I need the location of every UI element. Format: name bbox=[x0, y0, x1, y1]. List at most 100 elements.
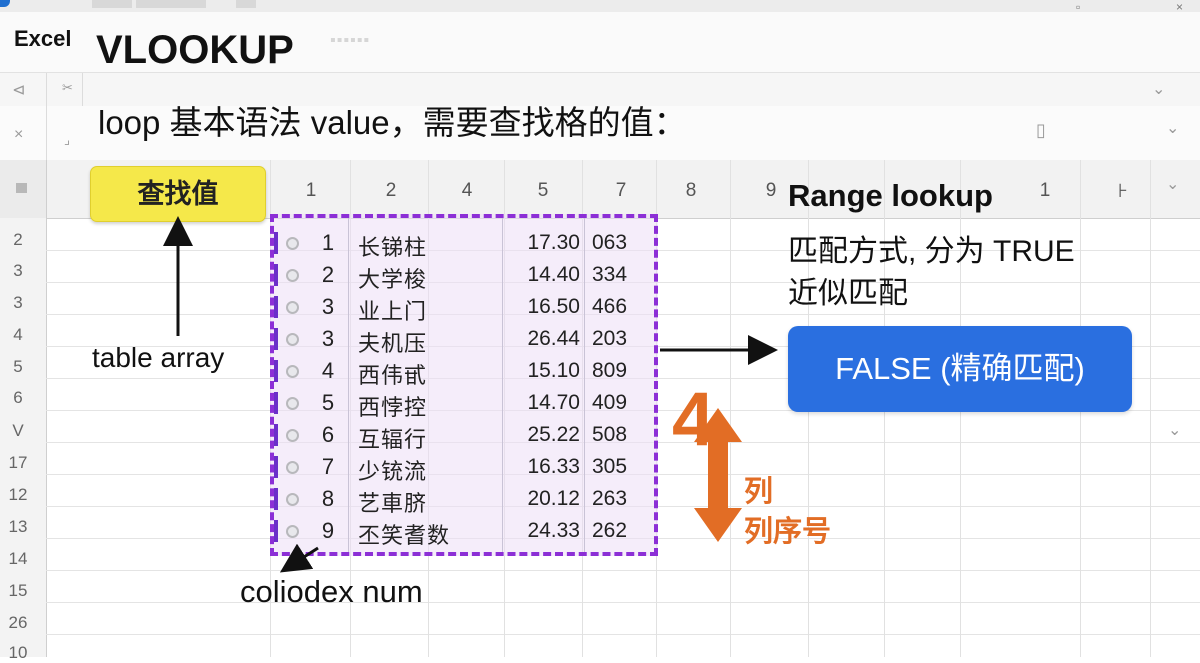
row-header[interactable]: 14 bbox=[8, 549, 28, 568]
toolbar-row: ⊲ ✂ ⌄ bbox=[0, 72, 1200, 108]
table-row[interactable]: 6 互辐行 25.22 508 bbox=[274, 420, 654, 452]
row-name: 少铳流 bbox=[358, 459, 428, 484]
column-header[interactable]: 8 bbox=[685, 180, 697, 201]
column-header[interactable]: 1 bbox=[305, 180, 317, 201]
row-header[interactable]: 3 bbox=[13, 261, 23, 280]
row-number: 1 bbox=[321, 230, 335, 255]
row-code: 809 bbox=[592, 359, 628, 382]
row-value: 15.10 bbox=[527, 359, 580, 382]
row-name: 丕笑耆数 bbox=[358, 523, 451, 548]
function-icon[interactable]: ⌟ bbox=[64, 132, 71, 147]
row-number: 6 bbox=[321, 422, 335, 447]
row-marker bbox=[274, 264, 278, 286]
column-header[interactable]: 7 bbox=[615, 180, 627, 201]
chevron-down-icon[interactable]: ⌄ bbox=[1166, 120, 1180, 137]
divider bbox=[46, 106, 47, 160]
row-number: 3 bbox=[321, 294, 335, 319]
row-value: 25.22 bbox=[527, 423, 580, 446]
chevron-down-icon[interactable]: ⌄ bbox=[1168, 422, 1182, 439]
row-bullet-icon bbox=[286, 333, 299, 346]
row-header[interactable]: 12 bbox=[8, 485, 28, 504]
lookup-value-button[interactable]: 查找值 bbox=[90, 166, 266, 222]
syntax-subtitle: loop 基本语法 value，需要查找格的值： bbox=[98, 104, 687, 141]
row-bullet-icon bbox=[286, 237, 299, 250]
expand-box-icon[interactable]: ▯ bbox=[1036, 120, 1046, 140]
chevron-down-icon[interactable]: ⌄ bbox=[1152, 81, 1166, 98]
table-array-label: table array bbox=[92, 342, 225, 373]
table-row[interactable]: 3 业上门 16.50 466 bbox=[274, 292, 654, 324]
row-code: 063 bbox=[592, 231, 628, 254]
cut-icon[interactable]: ✂ bbox=[62, 80, 73, 95]
row-number: 7 bbox=[321, 454, 335, 479]
row-name: 业上门 bbox=[358, 299, 428, 324]
table-divider bbox=[584, 218, 585, 552]
column-header[interactable]: 4 bbox=[461, 180, 473, 201]
row-name: 西伟甙 bbox=[358, 363, 428, 388]
back-icon[interactable] bbox=[0, 0, 10, 7]
row-header[interactable]: 15 bbox=[8, 581, 28, 600]
row-header[interactable]: 26 bbox=[8, 613, 28, 632]
row-code: 508 bbox=[592, 423, 628, 446]
false-exact-match-button[interactable]: FALSE (精确匹配) bbox=[788, 326, 1132, 412]
column-header[interactable]: ⊦ bbox=[1118, 181, 1128, 202]
restore-icon[interactable]: ▫ bbox=[1076, 0, 1081, 14]
row-header[interactable]: V bbox=[12, 421, 24, 440]
row-header[interactable]: 2 bbox=[13, 230, 23, 249]
undo-icon[interactable]: ⊲ bbox=[12, 82, 26, 99]
table-divider bbox=[502, 218, 503, 552]
minimize-icon[interactable]: _ bbox=[1000, 0, 1007, 14]
column-header[interactable]: 2 bbox=[385, 180, 397, 201]
row-header[interactable]: 17 bbox=[8, 453, 28, 472]
row-header[interactable]: 4 bbox=[13, 325, 23, 344]
column-header[interactable]: 5 bbox=[537, 180, 549, 201]
row-marker bbox=[274, 456, 278, 478]
row-value: 16.33 bbox=[527, 455, 580, 478]
row-number: 3 bbox=[321, 326, 335, 351]
row-value: 14.40 bbox=[527, 263, 580, 286]
row-value: 24.33 bbox=[527, 519, 580, 542]
row-bullet-icon bbox=[286, 525, 299, 538]
column-header[interactable]: 9 bbox=[765, 180, 777, 201]
chevron-down-icon[interactable]: ⌄ bbox=[1166, 176, 1180, 193]
range-lookup-desc-1: 匹配方式, 分为 TRUE bbox=[788, 235, 1075, 268]
col-index-label: coliodex num bbox=[240, 574, 423, 609]
row-marker bbox=[274, 232, 278, 254]
column-number-marker: 4 bbox=[672, 377, 715, 462]
row-bullet-icon bbox=[286, 461, 299, 474]
row-bullet-icon bbox=[286, 429, 299, 442]
row-name: 互辐行 bbox=[358, 427, 428, 452]
range-lookup-desc-2: 近似匹配 bbox=[788, 277, 908, 310]
row-marker bbox=[274, 520, 278, 542]
ribbon bbox=[0, 12, 1200, 72]
row-code: 466 bbox=[592, 295, 628, 318]
divider bbox=[46, 73, 47, 107]
row-number: 9 bbox=[321, 518, 335, 543]
pointer-arrow-icon bbox=[279, 543, 319, 573]
close-icon[interactable]: × bbox=[1176, 0, 1184, 14]
divider bbox=[82, 73, 83, 107]
column-header[interactable]: 1 bbox=[1039, 180, 1051, 201]
row-header[interactable]: 13 bbox=[8, 517, 28, 536]
row-marker bbox=[274, 424, 278, 446]
row-bullet-icon bbox=[286, 397, 299, 410]
row-code: 334 bbox=[592, 263, 628, 286]
row-code: 203 bbox=[592, 327, 628, 350]
row-marker bbox=[274, 328, 278, 350]
row-value: 16.50 bbox=[527, 295, 580, 318]
row-name: 大学梭 bbox=[358, 267, 428, 292]
row-number: 5 bbox=[321, 390, 335, 415]
row-header[interactable]: 6 bbox=[13, 388, 23, 407]
row-header[interactable]: 3 bbox=[13, 293, 23, 312]
cancel-icon[interactable]: × bbox=[14, 126, 24, 143]
row-header[interactable]: 5 bbox=[13, 357, 23, 376]
column-label: 列 bbox=[744, 476, 774, 508]
